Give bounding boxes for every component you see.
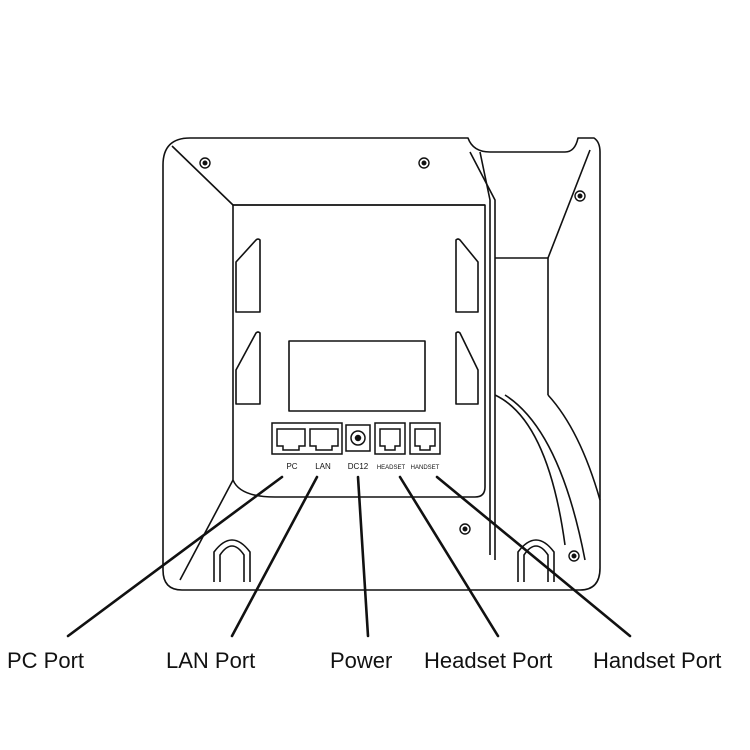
cradle-edge-right — [547, 149, 591, 259]
pc-port-callout: PC Port — [7, 648, 85, 673]
lan-port-callout: LAN Port — [166, 648, 256, 673]
screw-top-mid — [418, 157, 430, 169]
inner-panel — [232, 204, 486, 498]
cradle-curve-3 — [547, 394, 601, 501]
cradle-step-top — [495, 257, 549, 395]
screw-top-left — [199, 157, 211, 169]
cradle-curve-2 — [504, 394, 586, 561]
lan-port-label: LAN — [315, 462, 331, 471]
headset-port — [374, 422, 406, 455]
phone-body-outline — [162, 137, 601, 591]
headset-port-label: HEADSET — [377, 465, 406, 471]
cradle-inner — [479, 151, 491, 555]
screw-top-right — [574, 190, 586, 202]
cradle-curve-1 — [494, 394, 566, 546]
clip-left-bottom — [235, 331, 261, 405]
power-leader — [356, 475, 370, 638]
pc-port-leader — [66, 475, 284, 638]
power-callout: Power — [330, 648, 393, 673]
foot-right-inner — [523, 545, 549, 582]
bevel-top-left — [171, 145, 234, 206]
bevel-bottom-left — [179, 479, 234, 581]
label-recess — [288, 340, 426, 412]
foot-left-inner — [219, 545, 245, 582]
foot-right — [517, 539, 555, 582]
screw-bottom-right — [568, 550, 580, 562]
pc-port-jack — [276, 428, 306, 451]
handset-port-leader — [435, 475, 632, 638]
lan-port-leader — [230, 475, 319, 638]
ethernet-block — [271, 422, 343, 455]
handset-port-callout: Handset Port — [593, 648, 722, 673]
clip-right-bottom — [455, 331, 479, 405]
screw-bottom-mid — [459, 523, 471, 535]
dc12-port — [345, 424, 371, 452]
handset-port — [409, 422, 441, 455]
headset-port-leader — [398, 475, 500, 638]
cradle-outer — [469, 151, 496, 560]
handset-port-label: HANDSET — [411, 465, 440, 471]
foot-left — [213, 539, 251, 582]
lan-port-jack — [309, 428, 339, 451]
pc-port-label: PC — [286, 462, 297, 471]
headset-port-callout: Headset Port — [424, 648, 553, 673]
clip-left-top — [235, 238, 261, 313]
dc12-port-label: DC12 — [348, 462, 369, 471]
dc12-jack — [350, 430, 366, 446]
clip-right-top — [455, 238, 479, 313]
